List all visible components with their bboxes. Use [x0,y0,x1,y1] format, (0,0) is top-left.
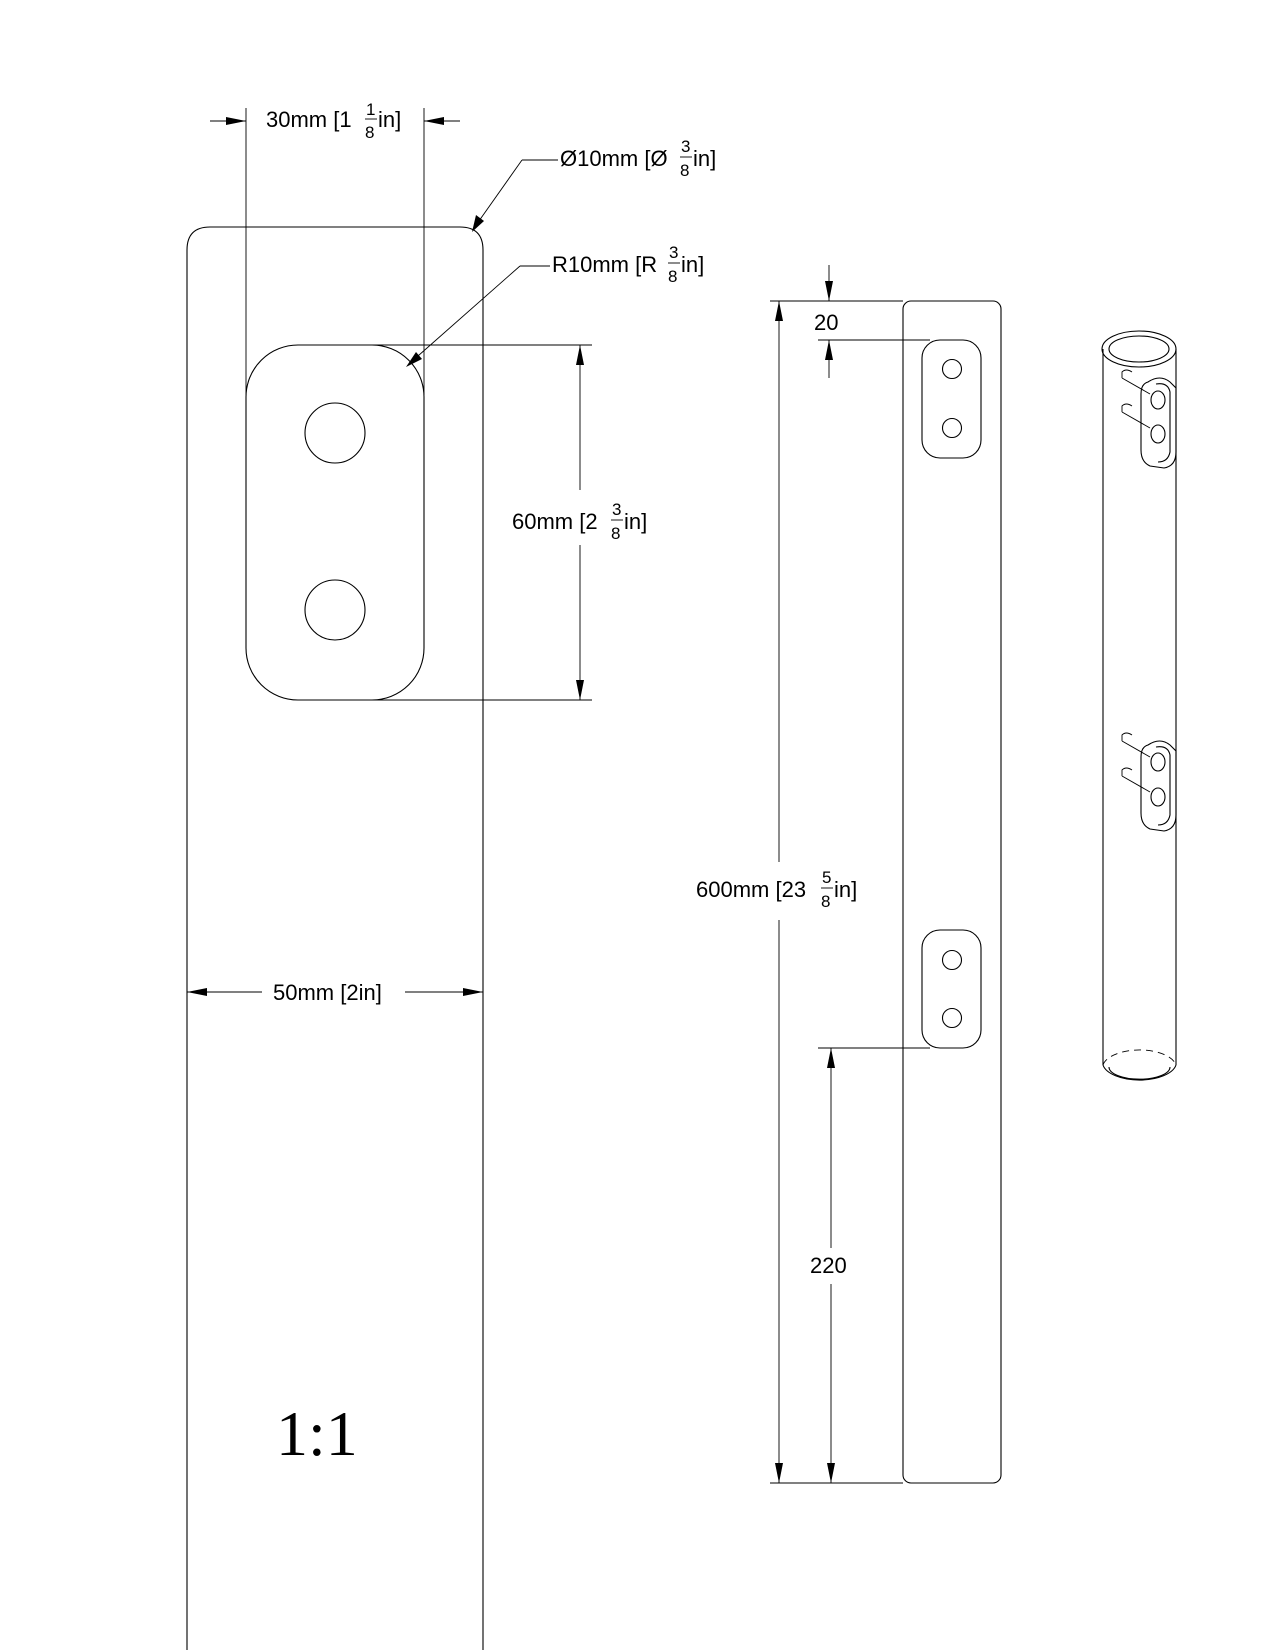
mounting-plate [245,344,425,701]
svg-text:Ø10mm [Ø: Ø10mm [Ø [560,146,668,171]
hole-diameter-label: Ø10mm [Ø [560,146,668,171]
svg-text:5: 5 [822,868,831,887]
svg-text:in]: in] [693,146,716,171]
bar-width-dimension: 50mm [2in] [187,980,483,1005]
plate-width-numerator: 1 [366,100,375,119]
top-offset-dimension: 20 [814,265,930,378]
side-hole-4 [941,1007,963,1029]
scale-label: 1:1 [276,1398,358,1469]
svg-text:600mm [23: 600mm [23 [696,877,806,902]
svg-text:in]: in] [834,877,857,902]
side-hole-3 [941,949,963,971]
corner-radius-label: R10mm [R [552,252,657,277]
total-length-denominator: 8 [821,892,830,911]
plate-width-denominator: 8 [365,123,374,142]
svg-text:8: 8 [365,123,374,142]
total-length-label: 600mm [23 [696,877,806,902]
isometric-view [1101,330,1177,1081]
total-length-numerator: 5 [822,868,831,887]
plate-width-dimension: 30mm [1 1 8 in] [210,100,460,395]
top-offset-label: 20 [814,310,838,335]
plate-width-unit: in] [378,107,401,132]
svg-text:8: 8 [611,524,620,543]
detail-view: 30mm [1 1 8 in] Ø10mm [Ø 3 8 in] R10mm [… [186,100,716,1650]
bar-width-label: 50mm [2in] [273,980,382,1005]
plate-height-denominator: 8 [611,524,620,543]
svg-text:8: 8 [668,267,677,286]
hole-diameter-unit: in] [693,146,716,171]
plate-height-label: 60mm [2 [512,509,598,534]
corner-radius-denominator: 8 [668,267,677,286]
plate-height-unit: in] [624,509,647,534]
svg-text:in]: in] [624,509,647,534]
total-length-dimension: 600mm [23 5 8 in] [690,300,903,1484]
hole-diameter-numerator: 3 [681,137,690,156]
side-plate-bottom [921,929,982,1049]
plate-width-label: 30mm [1 [266,107,352,132]
svg-text:60mm [2: 60mm [2 [512,509,598,534]
hole-bottom [304,579,366,641]
side-bar-outline [902,300,1002,1484]
side-view: 600mm [23 5 8 in] 20 220 [690,265,1002,1484]
side-plate-top [921,339,982,459]
svg-text:3: 3 [669,243,678,262]
svg-text:3: 3 [681,137,690,156]
plate-height-numerator: 3 [612,500,621,519]
hole-diameter-denominator: 8 [680,161,689,180]
bar-outline [186,226,484,1650]
corner-radius-unit: in] [681,252,704,277]
bottom-offset-dimension: 220 [808,1047,930,1483]
side-hole-2 [941,417,963,439]
corner-radius-numerator: 3 [669,243,678,262]
iso-bracket-bottom [1121,732,1177,832]
svg-text:30mm [1: 30mm [1 [266,107,352,132]
total-length-unit: in] [834,877,857,902]
bottom-offset-label: 220 [810,1253,847,1278]
hole-top [304,402,366,464]
iso-bracket-top [1121,369,1177,469]
svg-text:1: 1 [366,100,375,119]
corner-radius-callout: R10mm [R 3 8 in] [406,243,704,367]
hole-diameter-callout: Ø10mm [Ø 3 8 in] [472,137,716,232]
plate-height-dimension: 60mm [2 3 8 in] [372,344,655,701]
svg-text:in]: in] [378,107,401,132]
tube-top-end [1101,330,1177,368]
svg-text:in]: in] [681,252,704,277]
svg-text:8: 8 [821,892,830,911]
svg-text:3: 3 [612,500,621,519]
svg-text:8: 8 [680,161,689,180]
side-hole-1 [941,358,963,380]
svg-text:R10mm [R: R10mm [R [552,252,657,277]
